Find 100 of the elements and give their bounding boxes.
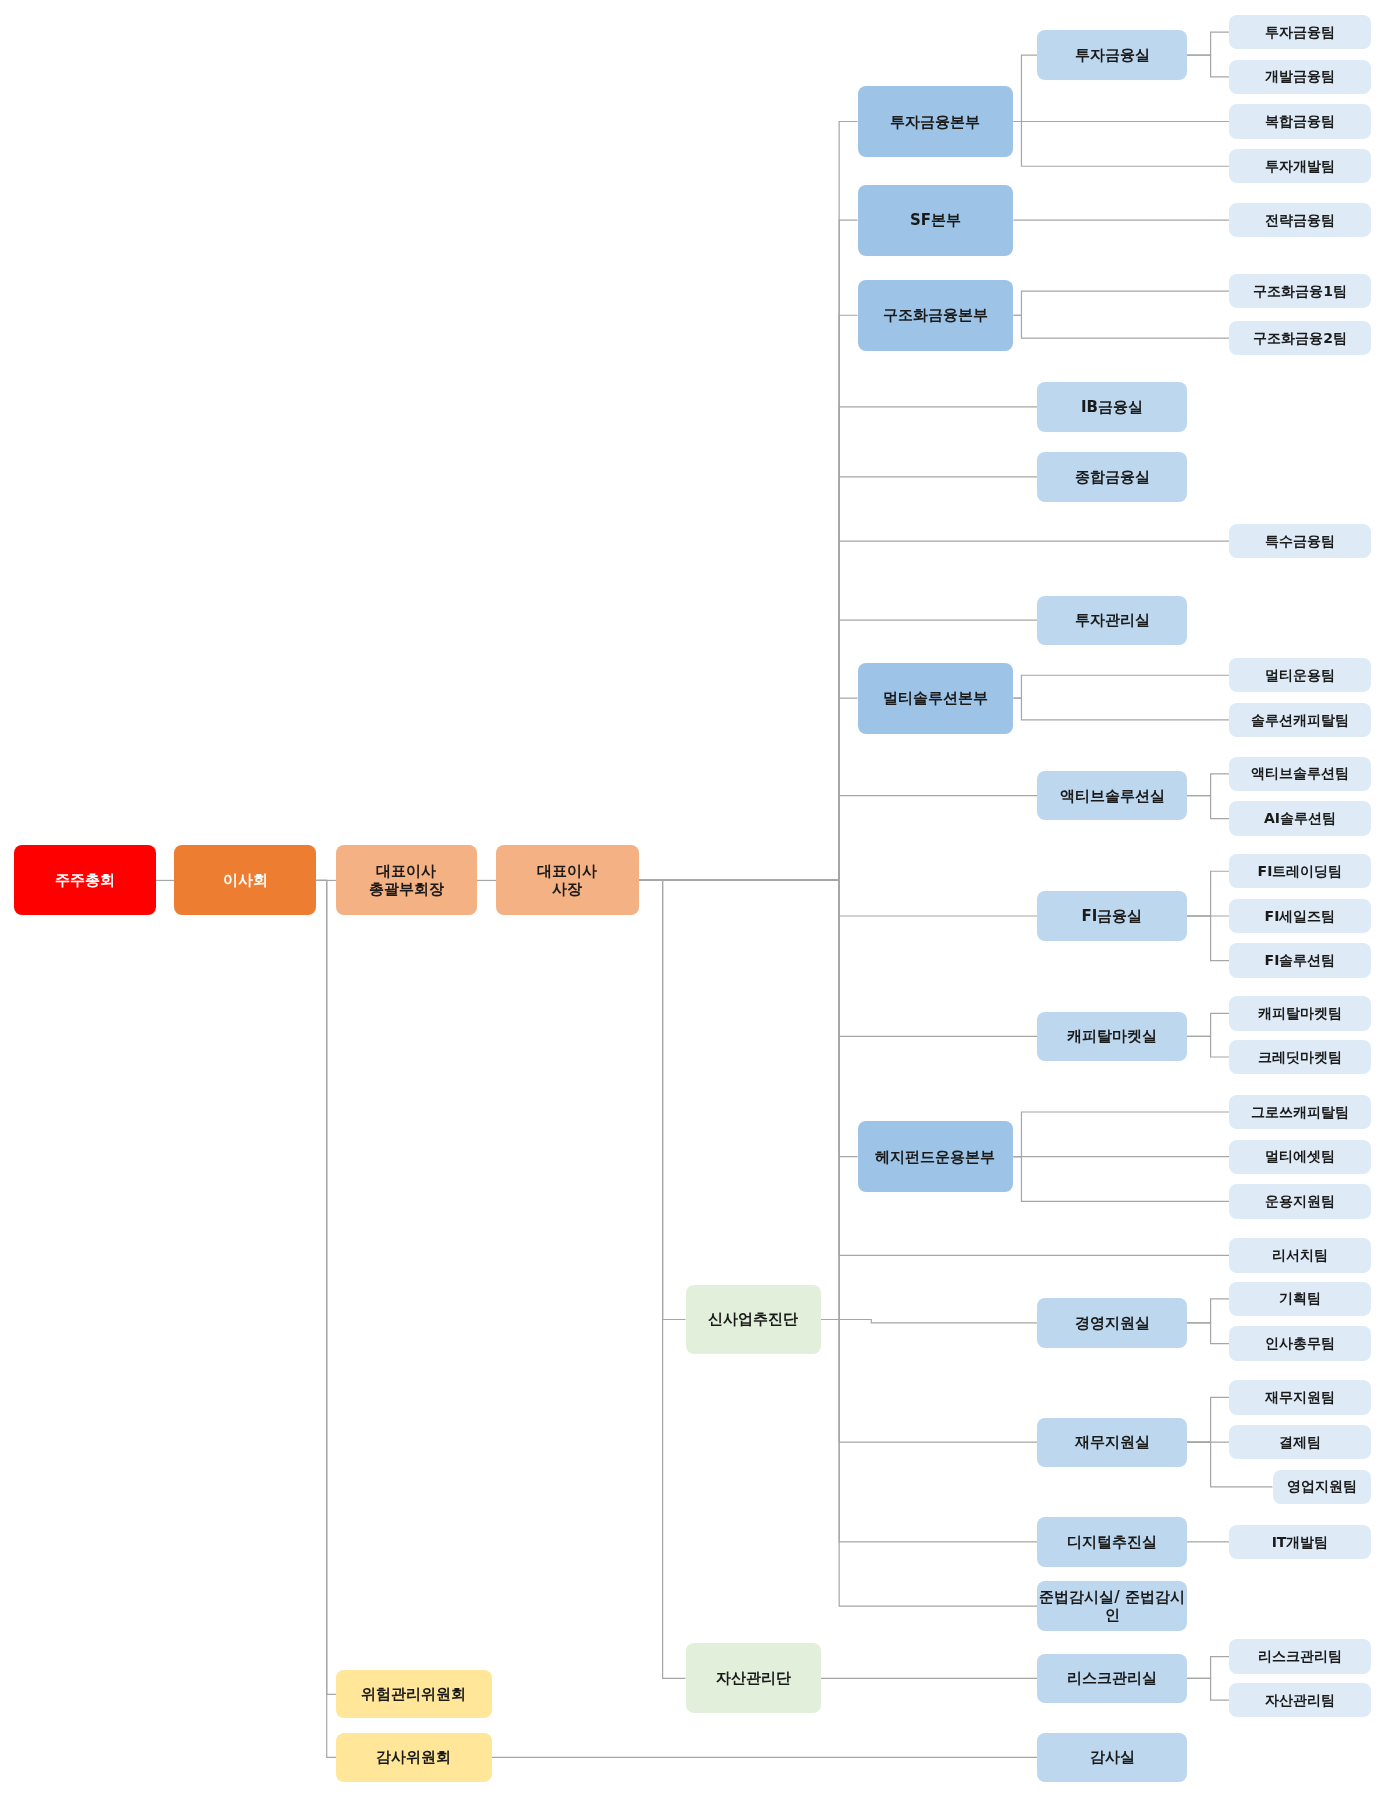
team-box (1228, 1524, 1372, 1560)
unit-name: FI세일즈팀 (1264, 907, 1336, 925)
unit-name: 그로쓰캐피탈팀 (1251, 1103, 1349, 1121)
unit-name: 운용지원팀 (1265, 1193, 1335, 1210)
team-box (1228, 1639, 1372, 1674)
unit-name: SF본부 (909, 211, 961, 230)
division-box (857, 279, 1014, 351)
office-box (1037, 1298, 1187, 1348)
team-box (1228, 59, 1372, 94)
executive-box (496, 845, 639, 916)
unit-name: 크레딧마켓팀 (1258, 1048, 1342, 1066)
team-box (1228, 1682, 1372, 1718)
unit-name: 구조화금융본부 (882, 306, 988, 325)
unit-name: 헤지펀드운용본부 (875, 1147, 996, 1166)
assembly-box (13, 845, 156, 916)
unit-name: FI솔루션팀 (1264, 952, 1336, 970)
connector-line (1185, 1322, 1230, 1345)
team-box (1228, 898, 1372, 934)
unit-name: 재무지원팀 (1265, 1389, 1335, 1406)
team-box (1228, 149, 1372, 184)
team-box (1228, 1184, 1372, 1219)
unit-name: 액티브솔루션팀 (1251, 765, 1349, 783)
unit-name: 대표이사 총괄부회장 (368, 862, 444, 899)
team-box (1228, 854, 1372, 889)
team-box (1272, 1469, 1372, 1505)
office-box (1037, 1517, 1187, 1567)
team-box (1228, 1326, 1372, 1361)
unit-name: 투자관리실 (1074, 611, 1150, 630)
unit-name: 복합금융팀 (1265, 113, 1335, 130)
unit-name: AI솔루션팀 (1264, 810, 1337, 827)
connector-line (820, 1677, 1039, 1679)
unit-name: 디지털추진실 (1067, 1532, 1157, 1551)
unit-name: 경영지원실 (1074, 1313, 1150, 1332)
unit-name: 투자금융실 (1074, 46, 1150, 64)
office-box (1037, 770, 1187, 821)
team-box (1228, 1281, 1372, 1317)
team-box (1228, 14, 1372, 50)
connector-line (1185, 1541, 1230, 1543)
committee-box (335, 1733, 492, 1782)
connector-line (1185, 915, 1230, 962)
connector-line (1185, 1441, 1274, 1488)
unit-name: 대표이사 사장 (536, 862, 599, 899)
unit-name: 자산관리팀 (1265, 1691, 1335, 1709)
unit-name: 개발금융팀 (1265, 68, 1335, 86)
team-box (1228, 104, 1372, 139)
team-box (1228, 1094, 1372, 1130)
unit-name: 캐피탈마켓실 (1067, 1027, 1157, 1046)
team-box (1228, 274, 1372, 309)
unit-name: 멀티에셋팀 (1265, 1148, 1335, 1166)
unit-name: FI트레이딩팀 (1257, 862, 1343, 880)
team-box (1228, 202, 1372, 238)
team-box (1228, 523, 1372, 559)
team-box (1228, 943, 1372, 978)
unit-name: 리스크관리실 (1067, 1669, 1157, 1688)
connector-line (1012, 120, 1230, 167)
division-box (857, 662, 1014, 734)
office-box (1037, 1417, 1187, 1467)
team-box (1228, 658, 1372, 693)
unit-name: 기획팀 (1279, 1290, 1321, 1308)
team-box (1228, 756, 1372, 791)
unit-name: 투자금융팀 (1265, 23, 1335, 41)
unit-name: 이사회 (222, 871, 268, 890)
team-box (1228, 1424, 1372, 1460)
office-box (1037, 1732, 1187, 1783)
unit-name: 결제팀 (1279, 1433, 1321, 1451)
office-box (1037, 1581, 1187, 1631)
unit-name: 자산관리단 (715, 1669, 791, 1688)
connector-line (1185, 1035, 1230, 1058)
executive-box (335, 845, 477, 916)
unit-name: IT개발팀 (1271, 1533, 1329, 1551)
unit-name: 캐피탈마켓팀 (1258, 1005, 1342, 1022)
division-box (857, 184, 1014, 256)
office-box (1037, 452, 1187, 502)
connector-line (1185, 54, 1230, 78)
group-box (685, 1284, 821, 1355)
division-box (857, 1121, 1014, 1193)
unit-name: 액티브솔루션실 (1059, 786, 1165, 805)
unit-name: 투자금융본부 (890, 112, 981, 131)
unit-name: 투자개발팀 (1265, 157, 1335, 175)
connector-line (1012, 219, 1230, 221)
unit-name: 감사위원회 (376, 1748, 452, 1767)
unit-name: 멀티운용팀 (1265, 666, 1335, 684)
office-box (1037, 382, 1187, 432)
office-box (1037, 1653, 1187, 1703)
team-box (1228, 1039, 1372, 1075)
board-box (174, 845, 317, 916)
team-box (1228, 321, 1372, 356)
team-box (1228, 996, 1372, 1031)
unit-name: 준법감시실/ 준법감시인 (1038, 1588, 1186, 1625)
unit-name: 전략금융팀 (1265, 211, 1335, 229)
connector-line (1012, 1156, 1230, 1203)
unit-name: 주주총회 (54, 871, 115, 890)
unit-name: 영업지원팀 (1286, 1478, 1357, 1496)
unit-name: 위험관리위원회 (361, 1685, 467, 1704)
unit-name: 감사실 (1089, 1748, 1135, 1767)
office-box (1037, 595, 1187, 645)
team-box (1228, 1139, 1372, 1174)
office-box (1037, 1011, 1187, 1061)
unit-name: IB금융실 (1081, 397, 1143, 416)
unit-name: 솔루션캐피탈팀 (1251, 711, 1349, 729)
